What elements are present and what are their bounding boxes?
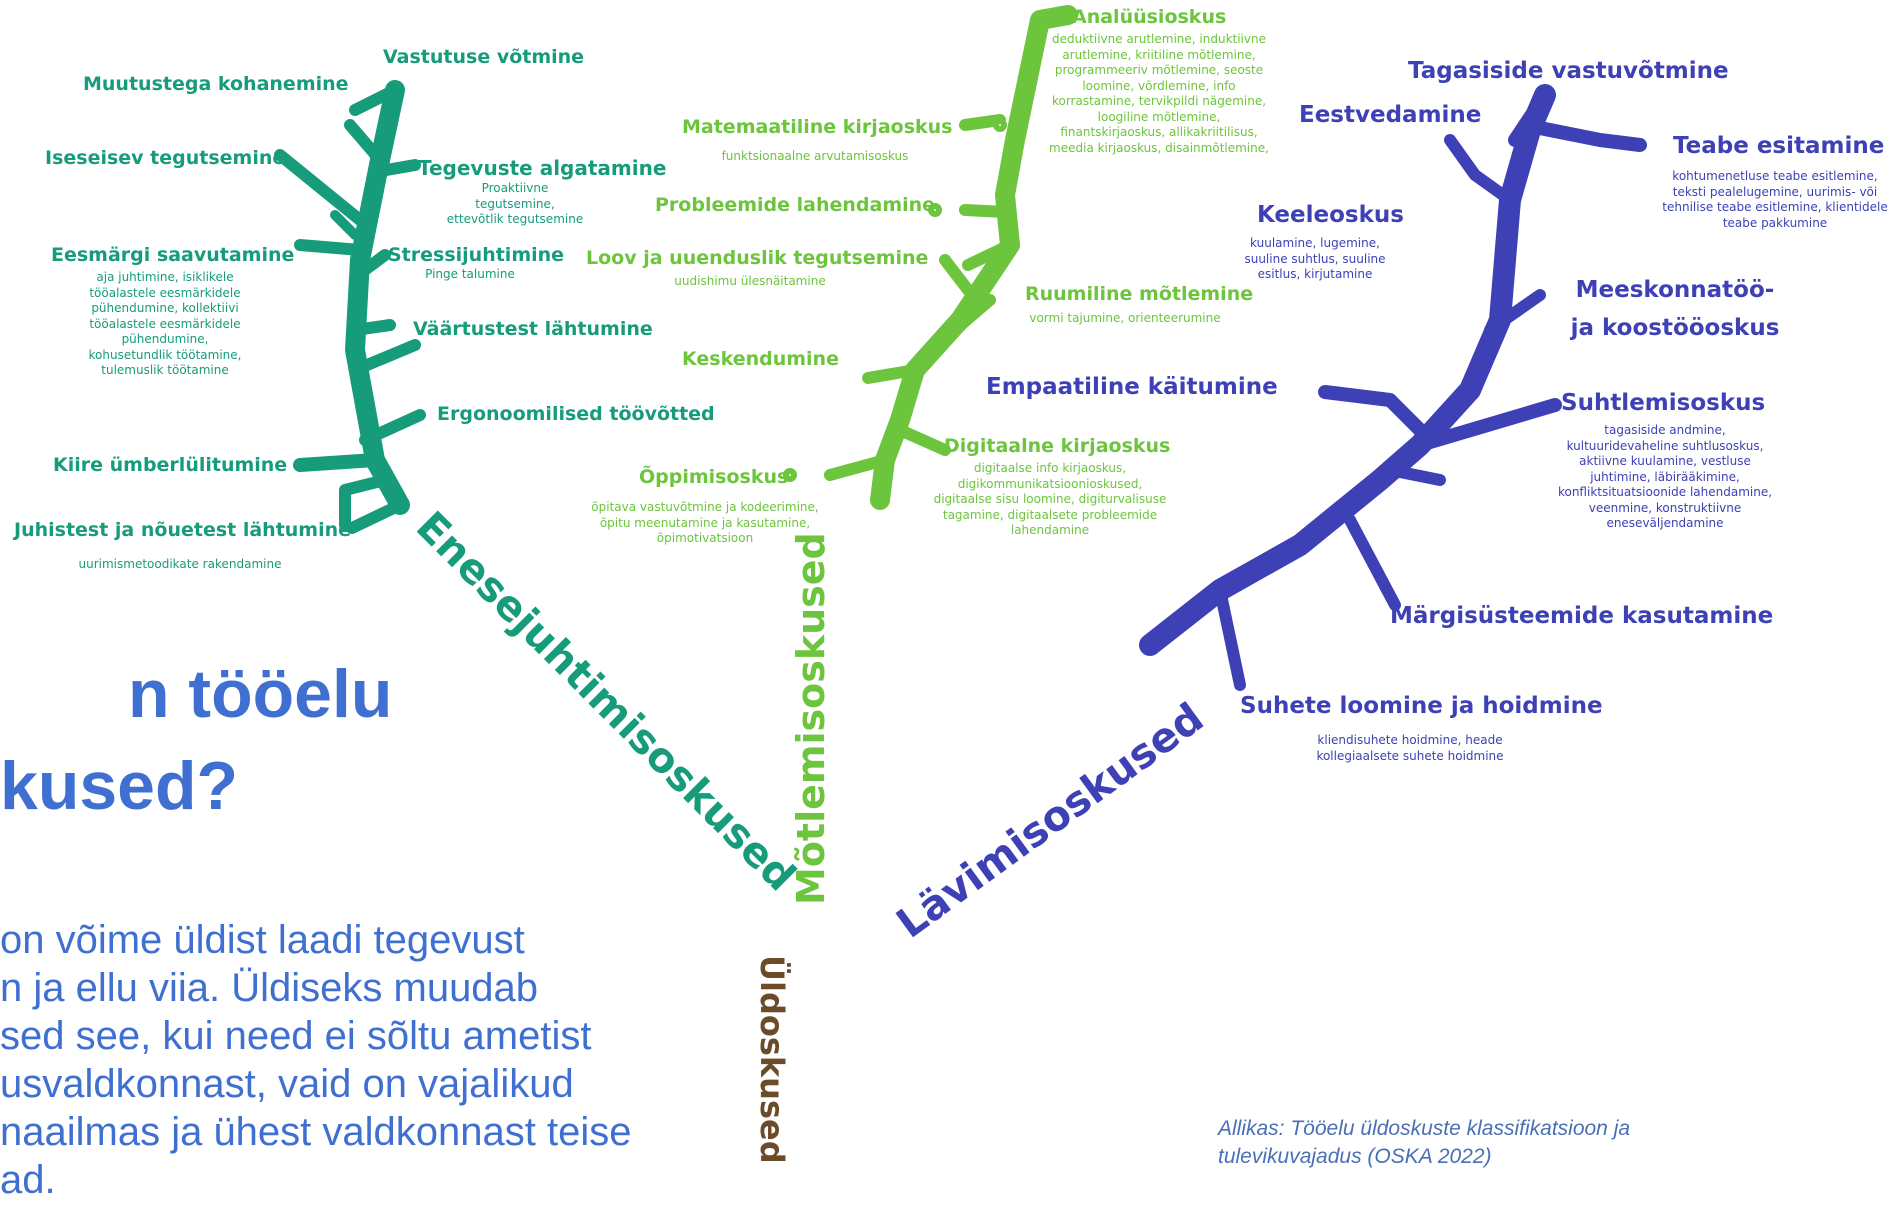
skill-ergonoomilised-toovotted: Ergonoomilised töövõtted [437,403,715,425]
skill-digitaalne-kirjaoskus-details: digitaalse info kirjaoskus, digikommunik… [933,461,1167,537]
skill-oppimisoskus: Õppimisoskus [639,466,789,488]
skill-suhete-loomine-ja-hoidmine: Suhete loomine ja hoidmine [1240,693,1603,719]
skill-eestvedamine: Eestvedamine [1299,102,1482,128]
skill-teabe-esitamine-details: kohtumenetluse teabe esitlemine, teksti … [1662,169,1888,230]
skill-tegevuste-algatamine: Tegevuste algatamine [418,156,667,180]
intro-paragraph-line3: sed see, kui need ei sõltu ametist [0,1014,592,1058]
slide-title-line1: n tööelu [128,656,393,732]
skill-empaatiline-kaitumine: Empaatiline käitumine [986,374,1278,400]
skill-suhete-loomine-details: kliendisuhete hoidmine, heade kollegiaal… [1316,733,1504,763]
intro-paragraph-line6: ad. [0,1158,56,1202]
skill-eesmargi-saavutamine-details: aja juhtimine, isiklikele tööalastele ee… [88,270,242,377]
skill-analuusioskus-details: deduktiivne arutlemine, induktiivne arut… [1049,32,1269,155]
source-citation: Allikas: Tööelu üldoskuste klassifikatsi… [1218,1117,1631,1168]
skill-stressijuhtimine-details: Pinge talumine [425,267,515,281]
branch-label-motlemisoskused: Mõtlemisoskused [789,532,833,905]
slide-title-line2: kused? [0,748,239,824]
skill-ruumiline-motlemine-details: vormi tajumine, orienteerumine [1029,311,1221,325]
skill-digitaalne-kirjaoskus: Digitaalne kirjaoskus [944,435,1171,457]
skill-oppimisoskus-details: õpitava vastuvõtmine ja kodeerimine, õpi… [591,500,819,545]
skill-keskendumine: Keskendumine [682,348,839,370]
skill-stressijuhtimine: Stressijuhtimine [388,244,565,266]
skill-meeskonnatoo-ja-koostooskus: Meeskonnatöö- ja koostööoskus [1570,277,1780,341]
skill-muutustega-kohanemine: Muutustega kohanemine [83,73,349,95]
skill-matemaatiline-kirjaoskus-details: funktsionaalne arvutamisoskus [721,149,909,163]
skill-keeleoskus: Keeleoskus [1257,202,1404,228]
skill-analuusioskus: Analüüsioskus [1072,6,1227,28]
skill-ruumiline-motlemine: Ruumiline mõtlemine [1025,283,1254,305]
skill-probleemide-lahendamine: Probleemide lahendamine [655,194,936,216]
skill-loov-ja-uuenduslik-tegutsemine: Loov ja uuenduslik tegutsemine [586,247,929,269]
intro-paragraph-line1: on võime üldist laadi tegevust [0,918,525,962]
skill-loov-details: uudishimu ülesnäitamine [674,274,826,288]
skill-suhtlemisoskus: Suhtlemisoskus [1561,390,1766,416]
root-label-uldoskused: Üldoskused [753,955,791,1164]
intro-paragraph-line5: naailmas ja ühest valdkonnast teise [0,1110,632,1154]
intro-paragraph-line2: n ja ellu viia. Üldiseks muudab [0,966,539,1010]
skill-tagasiside-vastuvotmine: Tagasiside vastuvõtmine [1408,58,1729,84]
skill-keeleoskus-details: kuulamine, lugemine, suuline suhtlus, su… [1244,236,1386,281]
intro-paragraph-line4: usvaldkonnast, vaid on vajalikud [0,1062,574,1106]
skill-vastutuse-votmine: Vastutuse võtmine [383,46,585,68]
skill-teabe-esitamine: Teabe esitamine [1673,133,1885,159]
skill-margisusteemide-kasutamine: Märgisüsteemide kasutamine [1390,603,1774,629]
skill-kiire-umberlulitumine: Kiire ümberlülitumine [53,454,288,476]
skill-juhistest-ja-nouetest-lahtumine: Juhistest ja nõuetest lähtumine [14,519,352,541]
skill-iseseisev-tegutsemine: Iseseisev tegutsemine [45,147,286,169]
skill-eesmargi-saavutamine: Eesmärgi saavutamine [51,244,295,266]
skill-vaartustest-lahtumine: Väärtustest lähtumine [413,318,653,340]
skill-juhistest-details: uurimismetoodikate rakendamine [78,557,282,571]
skill-matemaatiline-kirjaoskus: Matemaatiline kirjaoskus [682,116,953,138]
skill-suhtlemisoskus-details: tagasiside andmine, kultuuridevaheline s… [1557,423,1773,530]
skill-tegevuste-algatamine-details: Proaktiivne tegutsemine, ettevõtlik tegu… [446,181,584,226]
